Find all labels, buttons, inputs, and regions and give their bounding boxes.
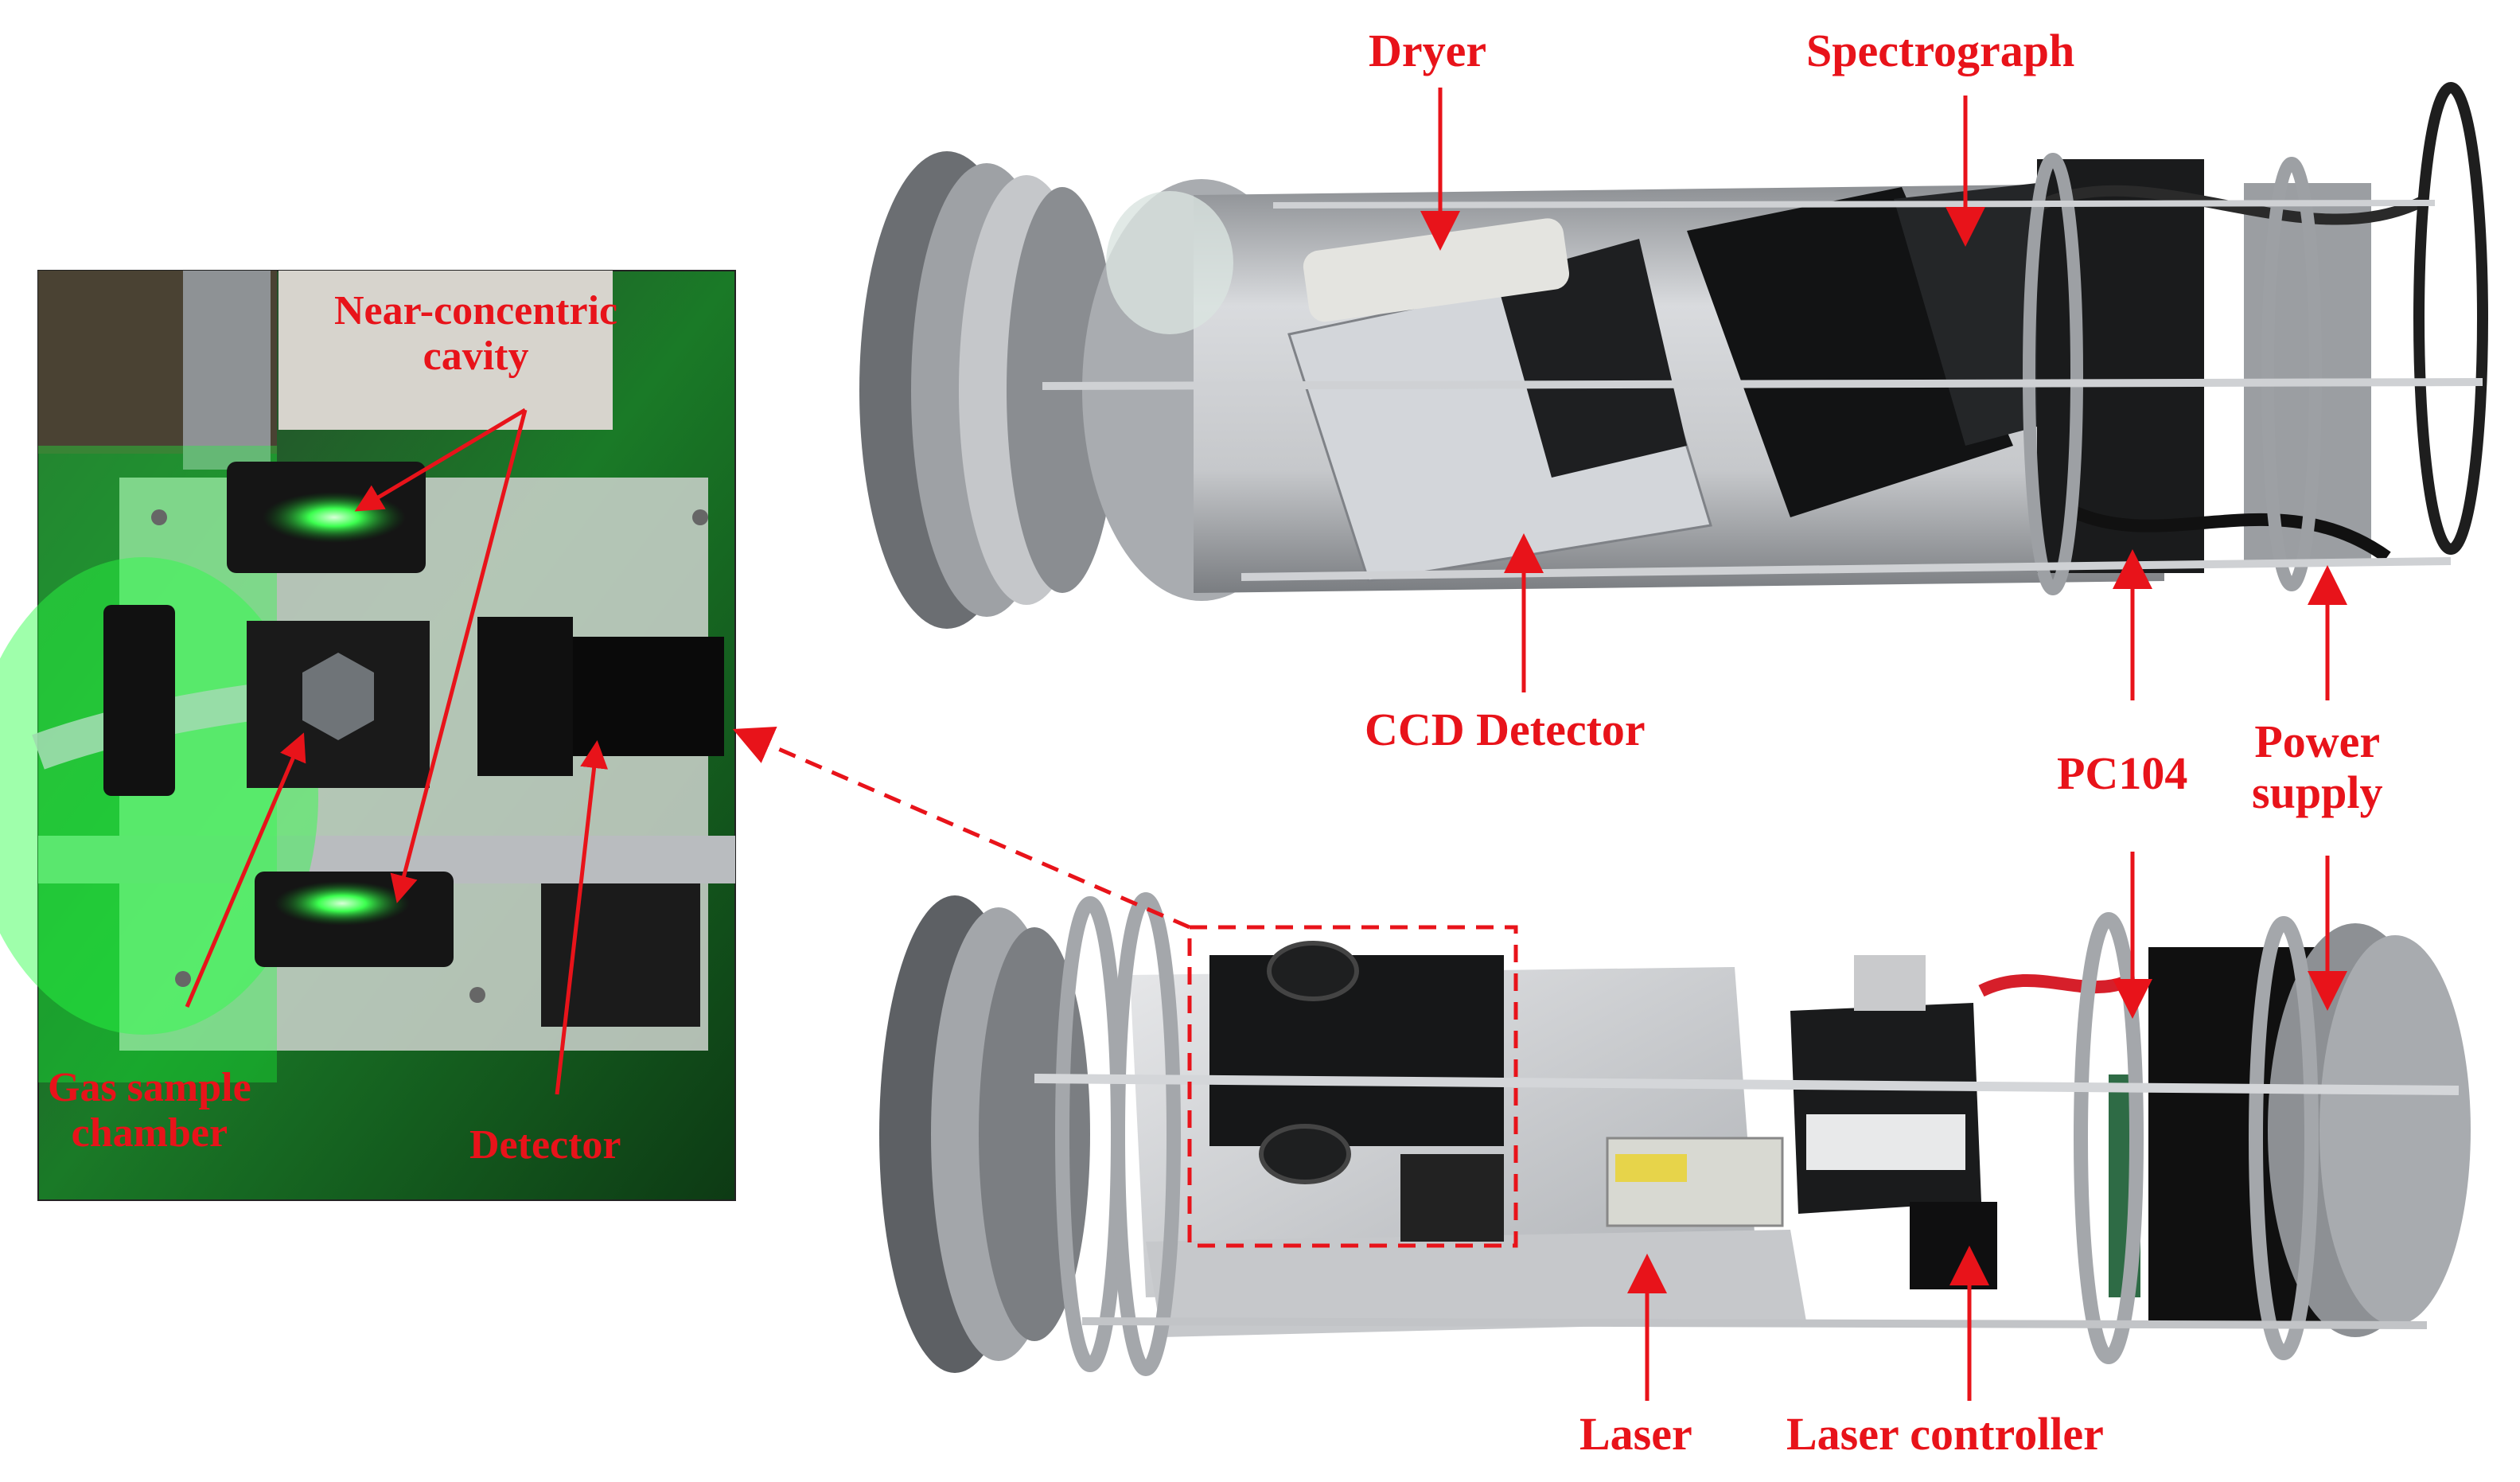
bottom-instrument-photo <box>879 892 2471 1376</box>
arrow-detector <box>555 740 609 1095</box>
label-laser-controller: Laser controller <box>1786 1408 2104 1460</box>
label-detector: Detector <box>469 1122 621 1168</box>
top-instrument-photo <box>859 82 2488 629</box>
label-laser: Laser <box>1579 1408 1692 1460</box>
inset-connector-arrow <box>732 726 1190 930</box>
arrow-gas-chamber <box>185 732 306 1008</box>
label-pc104: PC104 <box>2057 747 2188 799</box>
arrow-cavity-upper <box>354 408 527 512</box>
annotation-arrows <box>185 88 2347 1401</box>
label-near-concentric-cavity: Near-concentric cavity <box>334 288 618 380</box>
label-ccd-detector: CCD Detector <box>1365 704 1646 755</box>
inset-photo <box>0 270 736 1201</box>
arrow-cavity-lower <box>390 409 528 903</box>
label-gas-sample-chamber: Gas sample chamber <box>48 1065 251 1156</box>
inset-region-box <box>1187 925 1518 1248</box>
label-dryer: Dryer <box>1369 25 1487 76</box>
label-spectrograph: Spectrograph <box>1806 25 2075 76</box>
label-power-supply: Power supply <box>2252 716 2383 818</box>
